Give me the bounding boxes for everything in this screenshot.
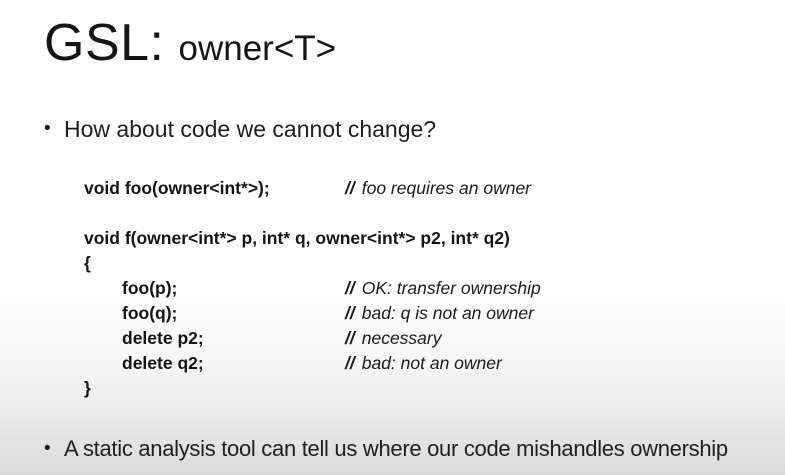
code-line: { [84,251,785,276]
code-text: foo(q); [122,302,178,323]
code-line: delete q2; // bad: not an owner [84,351,785,376]
bullet-marker: • [44,117,51,139]
bullet-item-question: • How about code we cannot change? [44,114,785,144]
code-line: } [84,376,785,401]
code-comment: // necessary [345,326,442,351]
code-line: foo(q); // bad: q is not an owner [84,301,785,326]
comment-text: foo requires an owner [361,177,532,198]
bullet-item-static-analysis: • A static analysis tool can tell us whe… [44,434,785,464]
comment-slashes: // [345,352,355,373]
code-line: foo(p); // OK: transfer ownership [84,276,785,301]
code-text: void f(owner<int*> p, int* q, owner<int*… [84,227,510,248]
code-comment: // OK: transfer ownership [345,276,541,301]
code-line: void foo(owner<int*>); // foo requires an… [84,176,785,201]
code-text: } [84,377,91,398]
code-text: delete q2; [122,352,204,373]
comment-text: bad: not an owner [361,352,502,373]
comment-slashes: // [345,277,355,298]
bullet-text: How about code we cannot change? [64,115,437,142]
comment-text: necessary [361,327,442,348]
comment-slashes: // [345,177,355,198]
slide-title: GSL: owner<T> [0,0,785,74]
comment-text: OK: transfer ownership [361,277,541,298]
code-comment: // bad: not an owner [345,351,502,376]
comment-text: bad: q is not an owner [361,302,534,323]
code-comment: // foo requires an owner [345,176,531,201]
code-text: foo(p); [122,277,178,298]
code-comment: // bad: q is not an owner [345,301,534,326]
code-block: void foo(owner<int*>); // foo requires an… [84,176,785,401]
code-line: void f(owner<int*> p, int* q, owner<int*… [84,226,785,251]
title-gsl: GSL: [44,14,165,72]
bullet-text: A static analysis tool can tell us where… [64,435,728,461]
comment-slashes: // [345,327,355,348]
comment-slashes: // [345,302,355,323]
code-text: delete p2; [122,327,204,348]
code-text: void foo(owner<int*>); [84,177,270,198]
code-line: delete p2; // necessary [84,326,785,351]
title-owner-type: owner<T> [178,29,337,68]
code-text: { [84,252,91,273]
bullet-marker: • [44,437,51,459]
